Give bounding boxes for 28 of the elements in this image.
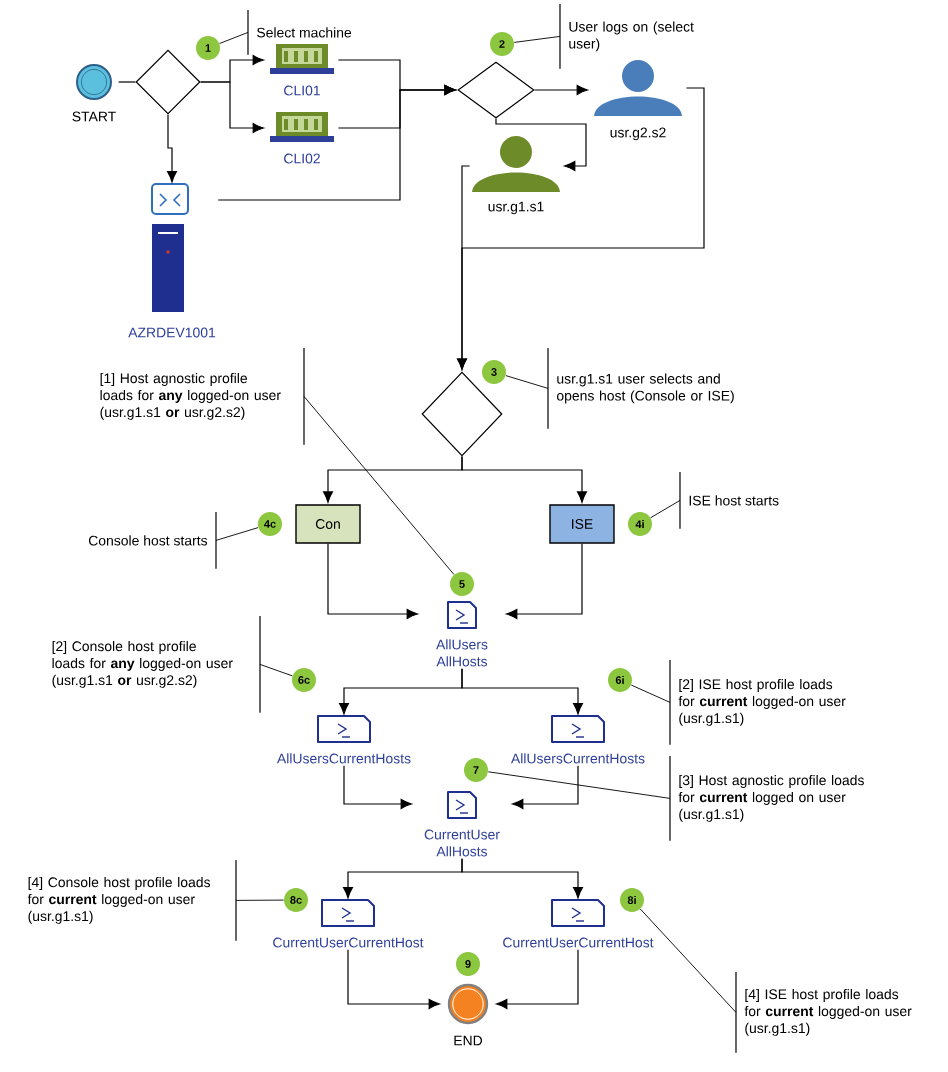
arrow [496,949,579,1009]
arrow [512,765,579,809]
leader-line [303,395,455,575]
leader-line [513,35,561,43]
leader-line [630,684,671,703]
arrow [327,543,418,619]
leader-line [219,31,249,44]
arrow [343,765,412,809]
leader-line [505,375,549,389]
leader-line [259,663,293,677]
arrow [200,81,264,133]
leader-line [487,771,671,799]
arrow [347,949,440,1009]
arrow [217,85,456,201]
leader-line [235,899,285,901]
decision-diamond [135,49,201,115]
arrow [461,668,583,715]
decision-diamond [457,61,535,119]
arrow [167,114,177,183]
leader-line [215,527,259,541]
leader-line [639,908,737,1013]
arrow [534,85,588,95]
arrow [461,456,587,503]
leader-line [650,499,681,519]
arrow [506,543,583,619]
arrow [457,165,471,370]
decision-diamond [421,371,503,457]
arrow [461,858,583,899]
